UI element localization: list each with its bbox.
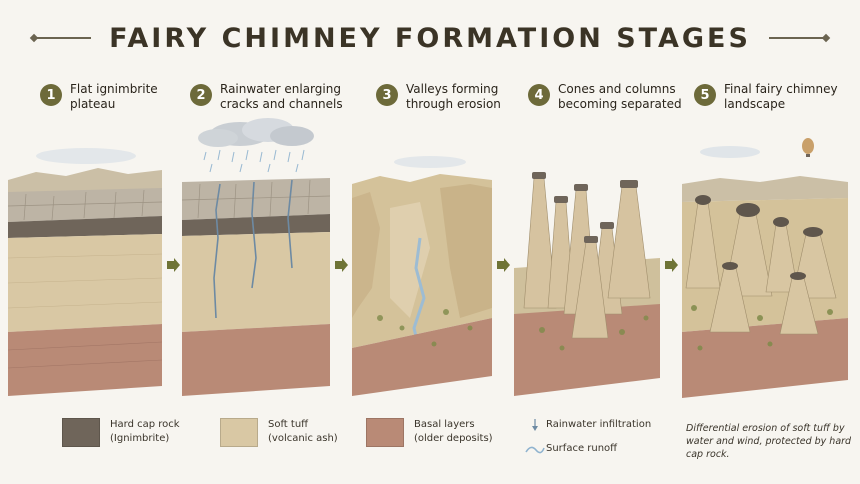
stage-4-header: 4 Cones and columns becoming separated xyxy=(528,82,682,112)
legend-cap-rock-line2: (Ignimbrite) xyxy=(110,433,170,444)
legend-cap-rock: Hard cap rock (Ignimbrite) xyxy=(62,418,180,447)
legend-soft-tuff: Soft tuff (volcanic ash) xyxy=(220,418,338,447)
arrow-right-icon xyxy=(665,258,678,272)
stage-1-label: Flat ignimbrite plateau xyxy=(70,82,158,111)
legend-basal-line1: Basal layers xyxy=(414,419,475,430)
arrow-right-icon xyxy=(497,258,510,272)
stage-3-block xyxy=(352,156,492,396)
rain-cloud-icon xyxy=(198,118,314,147)
stage-4-block xyxy=(514,172,660,396)
legend-basal: Basal layers (older deposits) xyxy=(366,418,493,447)
legend-basal-line2: (older deposits) xyxy=(414,433,493,444)
arrow-right-icon xyxy=(167,258,180,272)
stage-5-block xyxy=(682,138,848,398)
stage-3-badge: 3 xyxy=(376,84,398,106)
stage-1-header: 1 Flat ignimbrite plateau xyxy=(40,82,158,112)
stage-5-header: 5 Final fairy chimney landscape xyxy=(694,82,838,112)
title-row: FAIRY CHIMNEY FORMATION STAGES xyxy=(0,18,860,58)
legend-soft-tuff-line1: Soft tuff xyxy=(268,419,309,430)
hot-air-balloon-icon xyxy=(802,138,814,157)
legend-water: Rainwater infiltration Surface runoff xyxy=(524,418,651,456)
basal-swatch xyxy=(366,418,404,447)
stage-2-label: Rainwater enlarging cracks and channels xyxy=(220,82,343,111)
runoff-wave-icon xyxy=(525,446,545,454)
stage-4-badge: 4 xyxy=(528,84,550,106)
stage-3-label: Valleys forming through erosion xyxy=(406,82,501,111)
soft-tuff-swatch xyxy=(220,418,258,447)
stage-2-block xyxy=(181,118,331,396)
stage-4-label: Cones and columns becoming separated xyxy=(558,82,682,111)
title-ornament-right xyxy=(768,33,831,43)
cap-rock-swatch xyxy=(62,418,100,447)
page-title: FAIRY CHIMNEY FORMATION STAGES xyxy=(109,22,751,54)
legend-soft-tuff-line2: (volcanic ash) xyxy=(268,433,338,444)
arrow-right-icon xyxy=(335,258,348,272)
stage-2-header: 2 Rainwater enlarging cracks and channel… xyxy=(190,82,343,112)
legend-infiltration: Rainwater infiltration xyxy=(546,419,652,430)
erosion-note: Differential erosion of soft tuff by wat… xyxy=(686,423,852,460)
title-ornament-left xyxy=(29,33,92,43)
stage-1-badge: 1 xyxy=(40,84,62,106)
legend-runoff: Surface runoff xyxy=(546,443,618,454)
rain-drop-arrow-icon xyxy=(532,419,538,431)
stage-5-label: Final fairy chimney landscape xyxy=(724,82,838,111)
stage-5-badge: 5 xyxy=(694,84,716,106)
stage-2-badge: 2 xyxy=(190,84,212,106)
stage-1-block xyxy=(7,148,163,396)
stage-3-header: 3 Valleys forming through erosion xyxy=(376,82,501,112)
legend-cap-rock-line1: Hard cap rock xyxy=(110,419,180,430)
